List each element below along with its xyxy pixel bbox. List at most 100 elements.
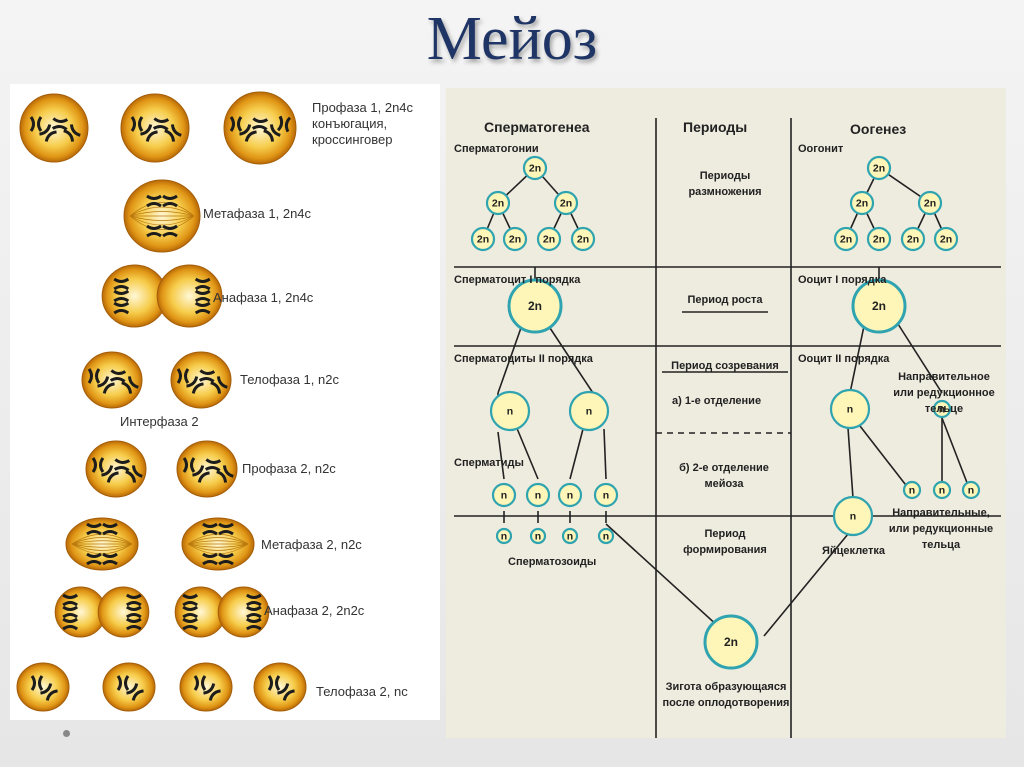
spindle-fiber bbox=[71, 540, 133, 545]
chromosome bbox=[210, 376, 228, 394]
cell-ploidy-label: n bbox=[507, 406, 513, 418]
cell-circle bbox=[525, 482, 551, 508]
cell-ploidy-label: n bbox=[603, 531, 609, 543]
connector-line bbox=[763, 527, 854, 637]
cell-ploidy-label: 2n bbox=[924, 198, 936, 210]
chromosome bbox=[263, 124, 281, 142]
cell-ploidy-label: n bbox=[535, 490, 541, 502]
prophase2-cell-1 bbox=[85, 440, 147, 498]
cell-body-right bbox=[97, 586, 150, 638]
cell-circle bbox=[917, 190, 943, 216]
cell-circle bbox=[561, 527, 579, 545]
chromosome bbox=[125, 465, 143, 483]
connector-line bbox=[849, 325, 865, 394]
prophase2-cell-2 bbox=[176, 440, 238, 498]
connector-line bbox=[941, 417, 972, 494]
chromosome bbox=[113, 277, 130, 291]
cell-ploidy-label: 2n bbox=[873, 163, 885, 175]
chromosome bbox=[152, 117, 170, 131]
cell-ploidy-label: 2n bbox=[492, 198, 504, 210]
cell-ploidy-label: 2n bbox=[724, 635, 738, 649]
cell-ploidy-label: n bbox=[939, 404, 945, 416]
cell-circle bbox=[932, 480, 952, 500]
chromosome bbox=[62, 617, 79, 631]
stage-metaphase1-label: Метафаза 1, 2n4c bbox=[203, 206, 312, 221]
prophase1-cell-2 bbox=[120, 93, 190, 163]
chromosome bbox=[30, 675, 44, 691]
oogonia-node-e: 2n bbox=[900, 226, 926, 252]
spindle-fiber bbox=[129, 202, 195, 217]
chromosome bbox=[101, 465, 119, 483]
spindle-fiber bbox=[187, 543, 249, 554]
stage-telophase1-label: Телофаза 1, n2c bbox=[240, 372, 339, 387]
spindle-fiber bbox=[129, 206, 195, 217]
chromosome bbox=[113, 301, 130, 315]
chromosome bbox=[146, 224, 162, 238]
chromosome bbox=[29, 116, 43, 132]
label-spermatogonia: Сперматогонии bbox=[454, 143, 539, 155]
connector-line bbox=[859, 425, 913, 494]
spermatogonia-node-f: 2n bbox=[570, 226, 596, 252]
connector-line bbox=[603, 428, 607, 480]
telophase1-cell-1 bbox=[81, 351, 143, 409]
telophase1-cell-2 bbox=[170, 351, 232, 409]
chromosome bbox=[39, 124, 57, 142]
cell-body-right bbox=[217, 586, 270, 638]
cell-circle bbox=[866, 226, 892, 252]
spindle-fiber bbox=[129, 215, 195, 226]
spermatogonia-node-b: 2n bbox=[553, 190, 579, 216]
spindle-fiber bbox=[71, 534, 133, 545]
chromosome bbox=[218, 552, 234, 566]
cell-ploidy-label: n bbox=[567, 490, 573, 502]
chromosome bbox=[186, 376, 204, 394]
chromosome bbox=[130, 116, 144, 132]
cell-ploidy-label: n bbox=[850, 511, 856, 523]
chromosome bbox=[182, 457, 196, 473]
chromosome bbox=[276, 115, 292, 133]
label-polar-bodies: Направительные, или редукционные тельца bbox=[888, 507, 994, 551]
chromosome bbox=[162, 224, 178, 238]
chromosome bbox=[216, 465, 234, 483]
cell-circle bbox=[849, 190, 875, 216]
cell-circle bbox=[489, 390, 531, 432]
chromosome bbox=[203, 683, 221, 701]
spindle-fiber bbox=[71, 537, 133, 545]
chromosome bbox=[194, 301, 211, 315]
oogonia-node-c: 2n bbox=[833, 226, 859, 252]
chromosome bbox=[91, 457, 105, 473]
chromosome bbox=[102, 522, 118, 536]
stage-prophase2-label: Профаза 2, n2c bbox=[242, 461, 336, 476]
page-title: Мейоз bbox=[426, 5, 598, 73]
chromosome bbox=[62, 605, 79, 619]
period-formation: Период формирования bbox=[683, 528, 767, 556]
polar-body-node-a: n bbox=[902, 480, 922, 500]
spindle-fiber bbox=[129, 215, 195, 230]
metaphase1-cell bbox=[123, 179, 201, 253]
metaphase2-cell-1 bbox=[65, 517, 139, 571]
stage-anaphase1-label: Анафаза 1, 2n4c bbox=[213, 290, 314, 305]
prophase1-cell-3 bbox=[223, 91, 297, 165]
cell-body bbox=[102, 662, 156, 712]
cell-circle bbox=[495, 527, 513, 545]
chromosome bbox=[125, 617, 142, 631]
stage-prophase1-label: Профаза 1, 2n4c конъюгация, кроссинговер bbox=[312, 100, 414, 147]
telophase2-cell-3 bbox=[179, 662, 233, 712]
chromosome bbox=[164, 124, 182, 142]
spindle-fiber bbox=[187, 534, 249, 545]
telophase2-cell-1 bbox=[16, 662, 70, 712]
cell-circle bbox=[597, 527, 615, 545]
cell-ploidy-label: 2n bbox=[509, 234, 521, 246]
cell-ploidy-label: 2n bbox=[840, 234, 852, 246]
spindle-fiber bbox=[71, 543, 133, 554]
chromosome bbox=[125, 605, 142, 619]
cell-ploidy-label: 2n bbox=[856, 198, 868, 210]
chromosome bbox=[176, 368, 190, 384]
chromosome bbox=[116, 675, 130, 691]
label-zygote: Зигота образующаяся после оплодотворения bbox=[662, 681, 790, 709]
chromosome bbox=[277, 683, 295, 701]
cell-circle bbox=[470, 226, 496, 252]
cell-circle bbox=[833, 226, 859, 252]
chromosome bbox=[245, 605, 262, 619]
